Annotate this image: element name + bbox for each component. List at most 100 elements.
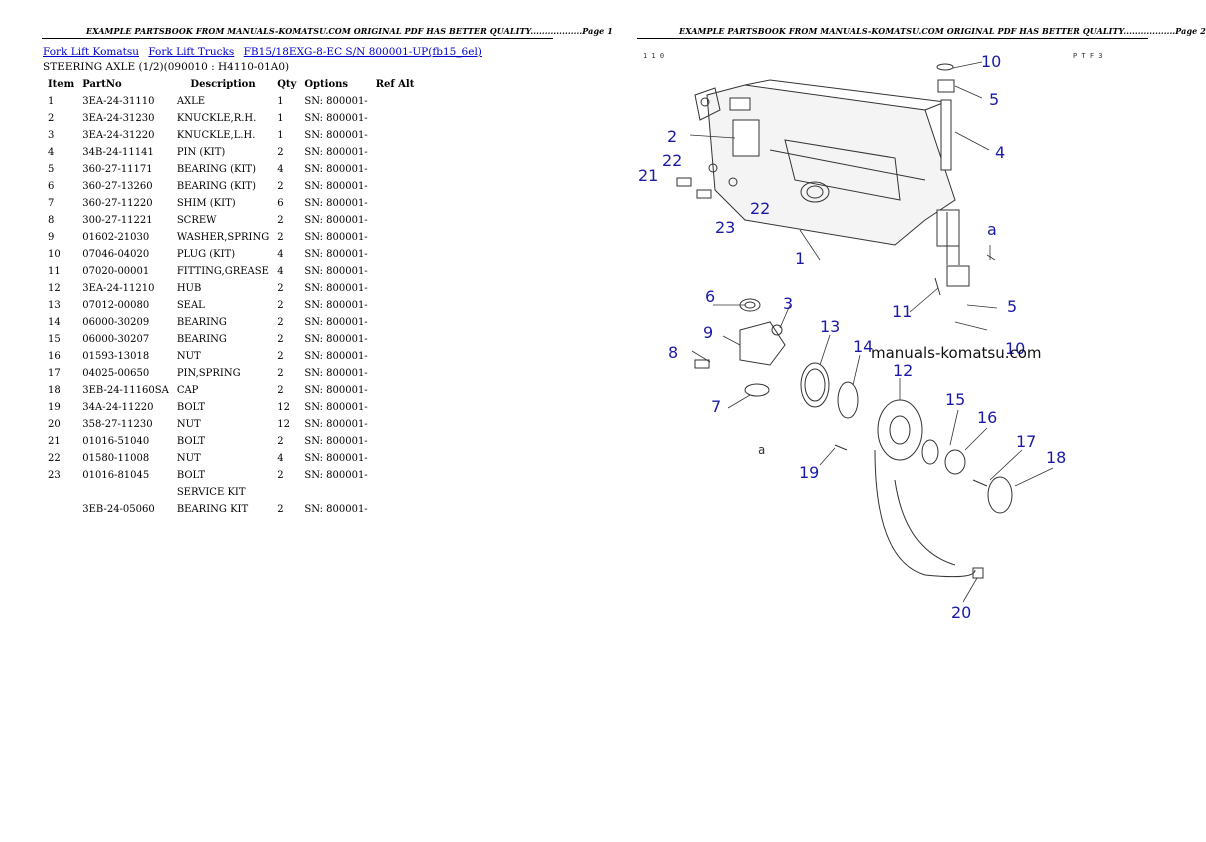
cell-qty: 2 [277,504,284,515]
column-header-qty: Qty [277,79,297,90]
cell-options: SN: 800001- [304,470,368,481]
cell-options: SN: 800001- [304,113,368,124]
callout-12: 12 [893,361,913,380]
cell-options: SN: 800001- [304,198,368,209]
callout-a-upper: a [987,220,997,239]
cell-options: SN: 800001- [304,96,368,107]
breadcrumb-link-fork-lift-komatsu[interactable]: Fork Lift Komatsu [43,46,139,58]
cell-description: BEARING KIT [176,504,249,515]
cell-item: 18 [48,385,61,396]
cell-qty: 2 [277,232,284,243]
cell-ref-alt [372,399,419,416]
cell-description: PIN (KIT) [176,147,226,158]
cell-options: SN: 800001- [304,249,368,260]
cell-partno: 300-27-11221 [82,215,153,226]
cell-ref-alt [372,110,419,127]
cell-description: BEARING (KIT) [176,164,256,175]
watermark-text: manuals-komatsu.com [871,344,1042,362]
parts-table: Item PartNo Description Qty Options Ref … [43,78,418,518]
cell-options: SN: 800001- [304,368,368,379]
cell-qty: 4 [277,249,284,260]
cell-description: WASHER,SPRING [176,232,270,243]
cell-item: 10 [48,249,61,260]
steering-axle-diagram: 1 1 0 P T F 3 [638,52,1103,622]
cell-options: SN: 800001- [304,317,368,328]
cell-options: SN: 800001- [304,232,368,243]
cell-partno: 01016-51040 [82,436,150,447]
axle-drawing [694,79,970,287]
callout-5-lower: 5 [1007,297,1017,316]
column-header-partno: PartNo [82,79,122,90]
cell-description: BEARING [176,334,227,345]
cell-qty: 1 [277,113,284,124]
callout-6: 6 [705,287,715,306]
cell-ref-alt [372,501,419,518]
cell-partno: 34A-24-11220 [82,402,154,413]
cell-description: SHIM (KIT) [176,198,236,209]
cell-qty: 2 [277,147,284,158]
cell-ref-alt [372,331,419,348]
callout-14: 14 [853,337,873,356]
cell-options: SN: 800001- [304,402,368,413]
cell-ref-alt [372,93,419,110]
cell-qty: 2 [277,300,284,311]
cell-item: 2 [48,113,55,124]
cell-description: PLUG (KIT) [176,249,236,260]
cell-ref-alt [372,416,419,433]
cell-description: NUT [176,453,201,464]
cell-options: SN: 800001- [304,334,368,345]
cell-partno: 01593-13018 [82,351,150,362]
cell-ref-alt [372,314,419,331]
fastener-drawing [676,163,941,296]
cell-ref-alt [372,348,419,365]
cell-ref-alt [372,467,419,484]
cell-qty: 2 [277,215,284,226]
cell-item: 1 [48,96,55,107]
cell-ref-alt [372,433,419,450]
header-divider [42,38,553,39]
callout-17: 17 [1016,432,1036,451]
cell-qty: 12 [277,419,290,430]
cell-item: 12 [48,283,61,294]
callout-labels: 10 5 4 2 22 21 23 22 1 a 11 5 10 6 3 9 8… [638,52,1066,622]
cell-options: SN: 800001- [304,164,368,175]
cell-options: SN: 800001- [304,215,368,226]
cell-description: PIN,SPRING [176,368,241,379]
callout-22-upper: 22 [662,151,682,170]
cell-partno: 358-27-11230 [82,419,153,430]
breadcrumb-link-fork-lift-trucks[interactable]: Fork Lift Trucks [148,46,235,58]
cell-options [300,484,371,501]
cell-options: SN: 800001- [304,181,368,192]
callout-10-lower: 10 [1005,339,1025,358]
cell-partno: 07046-04020 [82,249,150,260]
cell-description: BEARING (KIT) [176,181,256,192]
cell-description: FITTING,GREASE [176,266,269,277]
cell-partno: 07012-00080 [82,300,150,311]
breadcrumb-link-model[interactable]: FB15/18EXG-8-EC S/N 800001-UP(fb15_6el) [243,46,482,58]
cell-description: NUT [176,419,201,430]
cell-partno: 3EA-24-31110 [82,96,155,107]
callout-18: 18 [1046,448,1066,467]
cell-qty: 12 [277,402,290,413]
cell-qty: 2 [277,436,284,447]
table-header-row: Item PartNo Description Qty Options Ref … [43,78,418,93]
cell-description: SEAL [176,300,205,311]
cell-ref-alt [372,382,419,399]
cell-partno: 360-27-13260 [82,181,153,192]
cell-ref-alt [372,144,419,161]
callout-2: 2 [667,127,677,146]
diagram-corner-code-left: 1 1 0 [643,52,664,60]
cell-item: 11 [48,266,61,277]
cell-description: HUB [176,283,202,294]
cell-partno: 04025-00650 [82,368,150,379]
callout-3: 3 [783,294,793,313]
callout-20: 20 [951,603,971,622]
cell-item: 22 [48,453,61,464]
